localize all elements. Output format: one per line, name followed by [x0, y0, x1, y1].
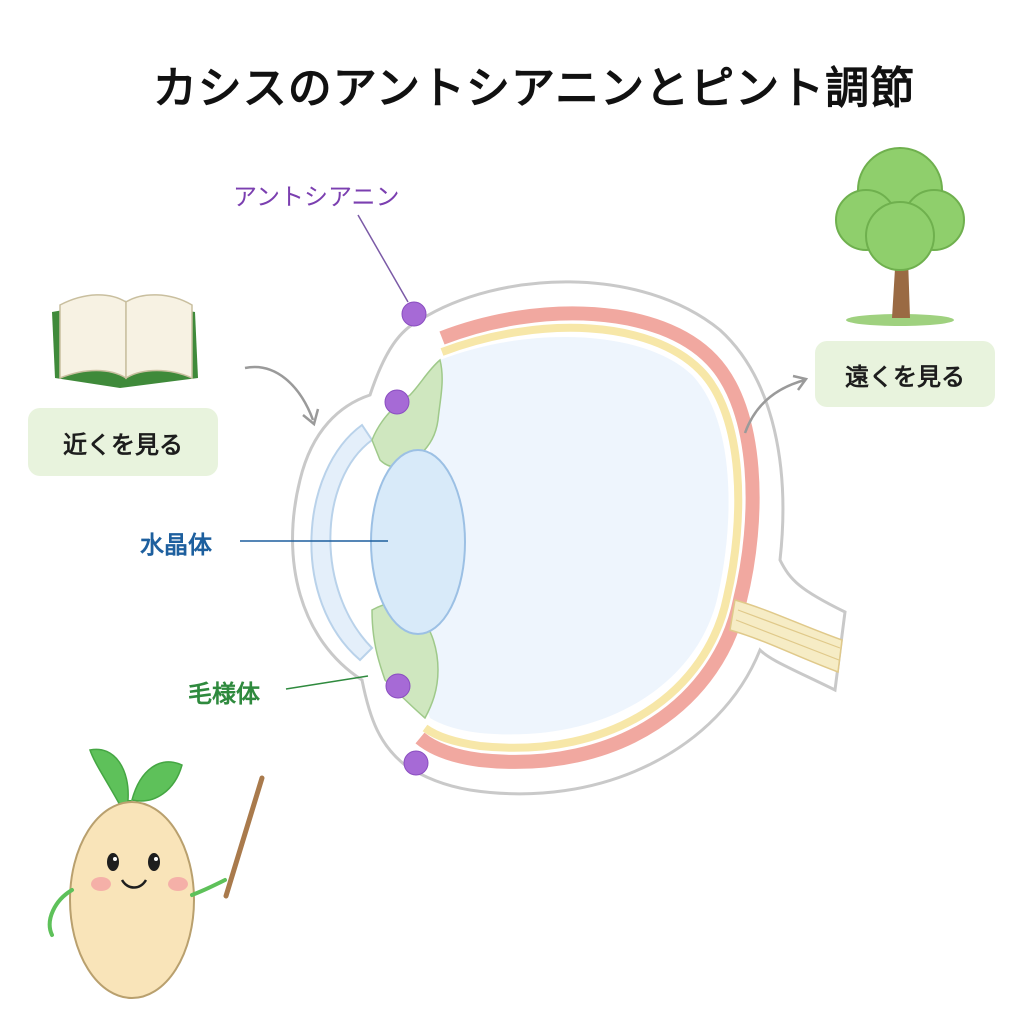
tree-icon — [835, 147, 965, 326]
look-far-button[interactable]: 遠くを見る — [815, 341, 995, 407]
page-title: カシスのアントシアニンとピント調節 — [152, 63, 916, 114]
cornea — [310, 423, 374, 662]
retina-layer — [422, 323, 743, 752]
anthocyanin-label: アントシアニン — [233, 183, 400, 211]
anthocyanin-dot — [384, 389, 410, 415]
far-arrow — [743, 378, 806, 434]
ciliary-body-label: 毛様体 — [188, 680, 260, 708]
open-book-icon — [52, 294, 198, 388]
vitreous-body — [422, 337, 729, 735]
anthocyanin-pointer-line — [357, 214, 409, 303]
choroid-layer — [415, 306, 760, 769]
anthocyanin-dot — [401, 301, 427, 327]
lens-label: 水晶体 — [140, 531, 212, 559]
seed-mascot-icon — [47, 748, 265, 999]
ciliary-pointer-line — [285, 675, 369, 690]
crystalline-lens — [370, 449, 466, 635]
anthocyanin-dot — [385, 673, 411, 699]
near-arrow — [244, 365, 315, 421]
anthocyanin-dot — [403, 750, 429, 776]
look-near-button[interactable]: 近くを見る — [28, 408, 218, 476]
